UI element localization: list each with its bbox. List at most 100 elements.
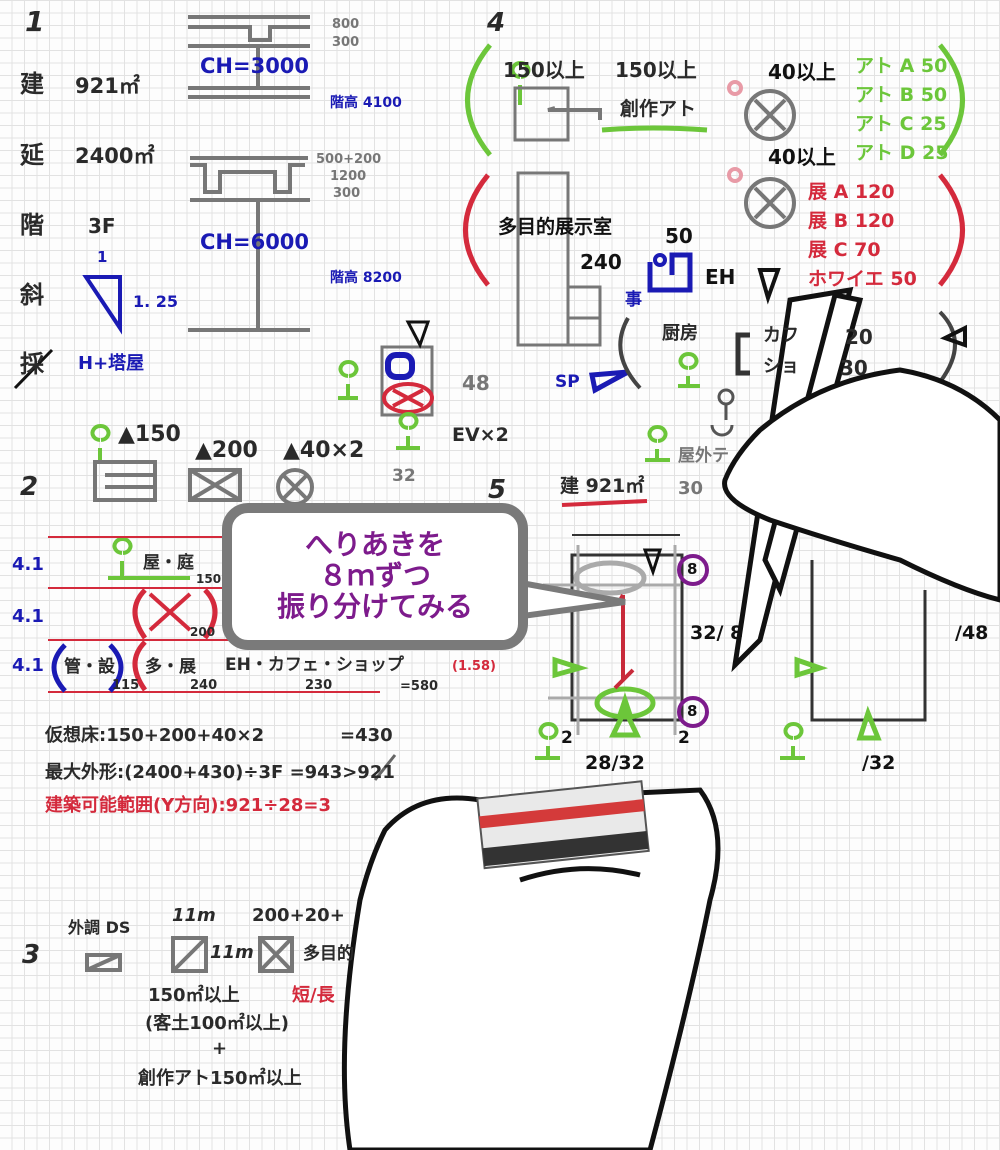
art-room-c: アト C 25 (855, 113, 947, 135)
slope-top: 1 (97, 248, 108, 266)
creative-art: 創作アト (620, 98, 697, 120)
multi-exhibit-room: 多目的展示室 (498, 216, 613, 238)
margin-left: 2 (561, 728, 573, 748)
virtual-floor-calc: 仮想床:150+200+40×2 (45, 725, 265, 746)
total-floor-area: 2400㎡ (75, 144, 155, 168)
bubble-line-1: へりあきを (304, 528, 445, 562)
floor-height-upper: 階高 4100 (330, 95, 402, 111)
above-40-b: 40以上 (768, 145, 836, 169)
strike-line (13, 348, 54, 390)
left-depth: 32/ 8 (690, 622, 744, 644)
triangle-150: ▲150 (118, 422, 181, 447)
multi-exhibit: 多・展 (145, 657, 196, 677)
elevator-count: EV×2 (452, 424, 509, 446)
tree-icons (90, 61, 805, 760)
shop-area: 30 (840, 356, 868, 380)
section-number-1: 1 (25, 5, 45, 38)
ceiling-height-upper: CH=3000 (200, 54, 310, 78)
right-width: /32 (862, 752, 896, 774)
row-height-3: 4.1 (12, 655, 44, 676)
slope-triangle (82, 275, 122, 335)
building-area: 921㎡ (75, 74, 140, 98)
dim-500-200: 500+200 (316, 152, 382, 167)
section4-drawings (463, 43, 967, 437)
section-number-2: 2 (20, 472, 39, 502)
row1-value: 150 (196, 572, 222, 586)
elevator-32: 32 (392, 466, 416, 486)
multi-room-area: 240 (580, 250, 622, 274)
dim-300-upper: 300 (332, 35, 360, 50)
office-area: 50 (665, 224, 693, 248)
above-40-a: 40以上 (768, 60, 836, 84)
value-240: 240 (190, 678, 218, 693)
section-diagram (188, 15, 310, 332)
exhibit-b: 展 B 120 (808, 210, 895, 232)
outdoor-label: 屋外テ (678, 446, 729, 466)
floor-count: 3F (88, 214, 116, 238)
blue-bracket (51, 643, 124, 693)
buildable-range-calc: 建築可能範囲(Y方向):921÷28=3 (45, 795, 331, 816)
dim-11m-top: 11m (172, 905, 216, 926)
row-height-1: 4.1 (12, 554, 44, 575)
ds-label: 外調 DS (68, 918, 131, 937)
sum-expression: 200+20+ (252, 905, 345, 926)
label-floors: 階 (20, 211, 44, 239)
hand-holding-ruler (341, 780, 721, 1150)
art-room-a: アト A 50 (855, 55, 948, 77)
label-lighting-struck: 採 (20, 350, 44, 378)
eh-cafe-shop: EH・カフェ・ショップ (225, 655, 404, 675)
rooftop-garden: 屋・庭 (143, 553, 194, 573)
max-footprint-calc: 最大外形:(2400+430)÷3F =943>921 (45, 762, 395, 783)
right-depth: /48 (955, 622, 989, 644)
setback-bottom: 8 (687, 702, 698, 720)
label-building: 建 (20, 70, 44, 98)
building-coverage: 建 921㎡ (560, 475, 645, 497)
section5-drawings (543, 499, 927, 741)
kitchen-label: 厨房 (662, 323, 698, 344)
elevator-48: 48 (462, 371, 490, 395)
triangle-200: ▲200 (195, 438, 258, 463)
virtual-floor-result: =430 (340, 725, 393, 746)
office-label: 事 (625, 290, 642, 310)
total-580: =580 (400, 679, 439, 694)
shop-label: ショ (763, 356, 799, 377)
elevator-symbol (380, 320, 434, 417)
section-number-5: 5 (488, 475, 507, 505)
row2-value: 200 (190, 625, 216, 639)
foyer: ホワイエ 50 (808, 268, 917, 290)
bubble-line-3: 振り分けてみる (276, 589, 473, 623)
short-long: 短/長 (292, 985, 335, 1006)
outdoor-area: 30 (678, 478, 704, 499)
section3-symbols (85, 936, 294, 973)
exhibit-a: 展 A 120 (808, 181, 895, 203)
margin-right: 2 (678, 728, 690, 748)
row-height-2: 4.1 (12, 606, 44, 627)
label-floor-area: 延 (20, 141, 44, 169)
dim-11m-side: 11m (210, 942, 254, 963)
dim-800: 800 (332, 17, 360, 32)
value-230: 230 (305, 678, 333, 693)
above-150-a: 150以上 (503, 58, 585, 82)
dim-1200: 1200 (330, 169, 367, 184)
art-room-b: アト B 50 (855, 84, 948, 106)
cafe-label: カフ (763, 325, 799, 346)
section-number-4: 4 (487, 8, 506, 38)
value-115: 115 (112, 678, 140, 693)
cafe-area: 20 (845, 325, 873, 349)
soil-area: (客土100㎡以上) (145, 1013, 290, 1034)
sp-label: SP (555, 372, 580, 392)
triangle-40x2: ▲40×2 (283, 438, 365, 463)
hand-holding-pen (722, 286, 1000, 673)
art-area-150: 創作アト150㎡以上 (138, 1068, 302, 1089)
plus-sign: + (212, 1038, 228, 1059)
setback-top: 8 (687, 560, 698, 578)
above-150-b: 150以上 (615, 58, 697, 82)
left-width: 28/32 (585, 752, 645, 774)
label-slope: 斜 (20, 281, 44, 309)
management-equipment: 管・設 (64, 657, 115, 677)
art-room-d: アト D 25 (855, 142, 949, 164)
floor-height-lower: 階高 8200 (330, 270, 402, 286)
section-number-3: 3 (22, 940, 41, 970)
speech-bubble: へりあきを ８ｍずつ 振り分けてみる (222, 503, 528, 650)
